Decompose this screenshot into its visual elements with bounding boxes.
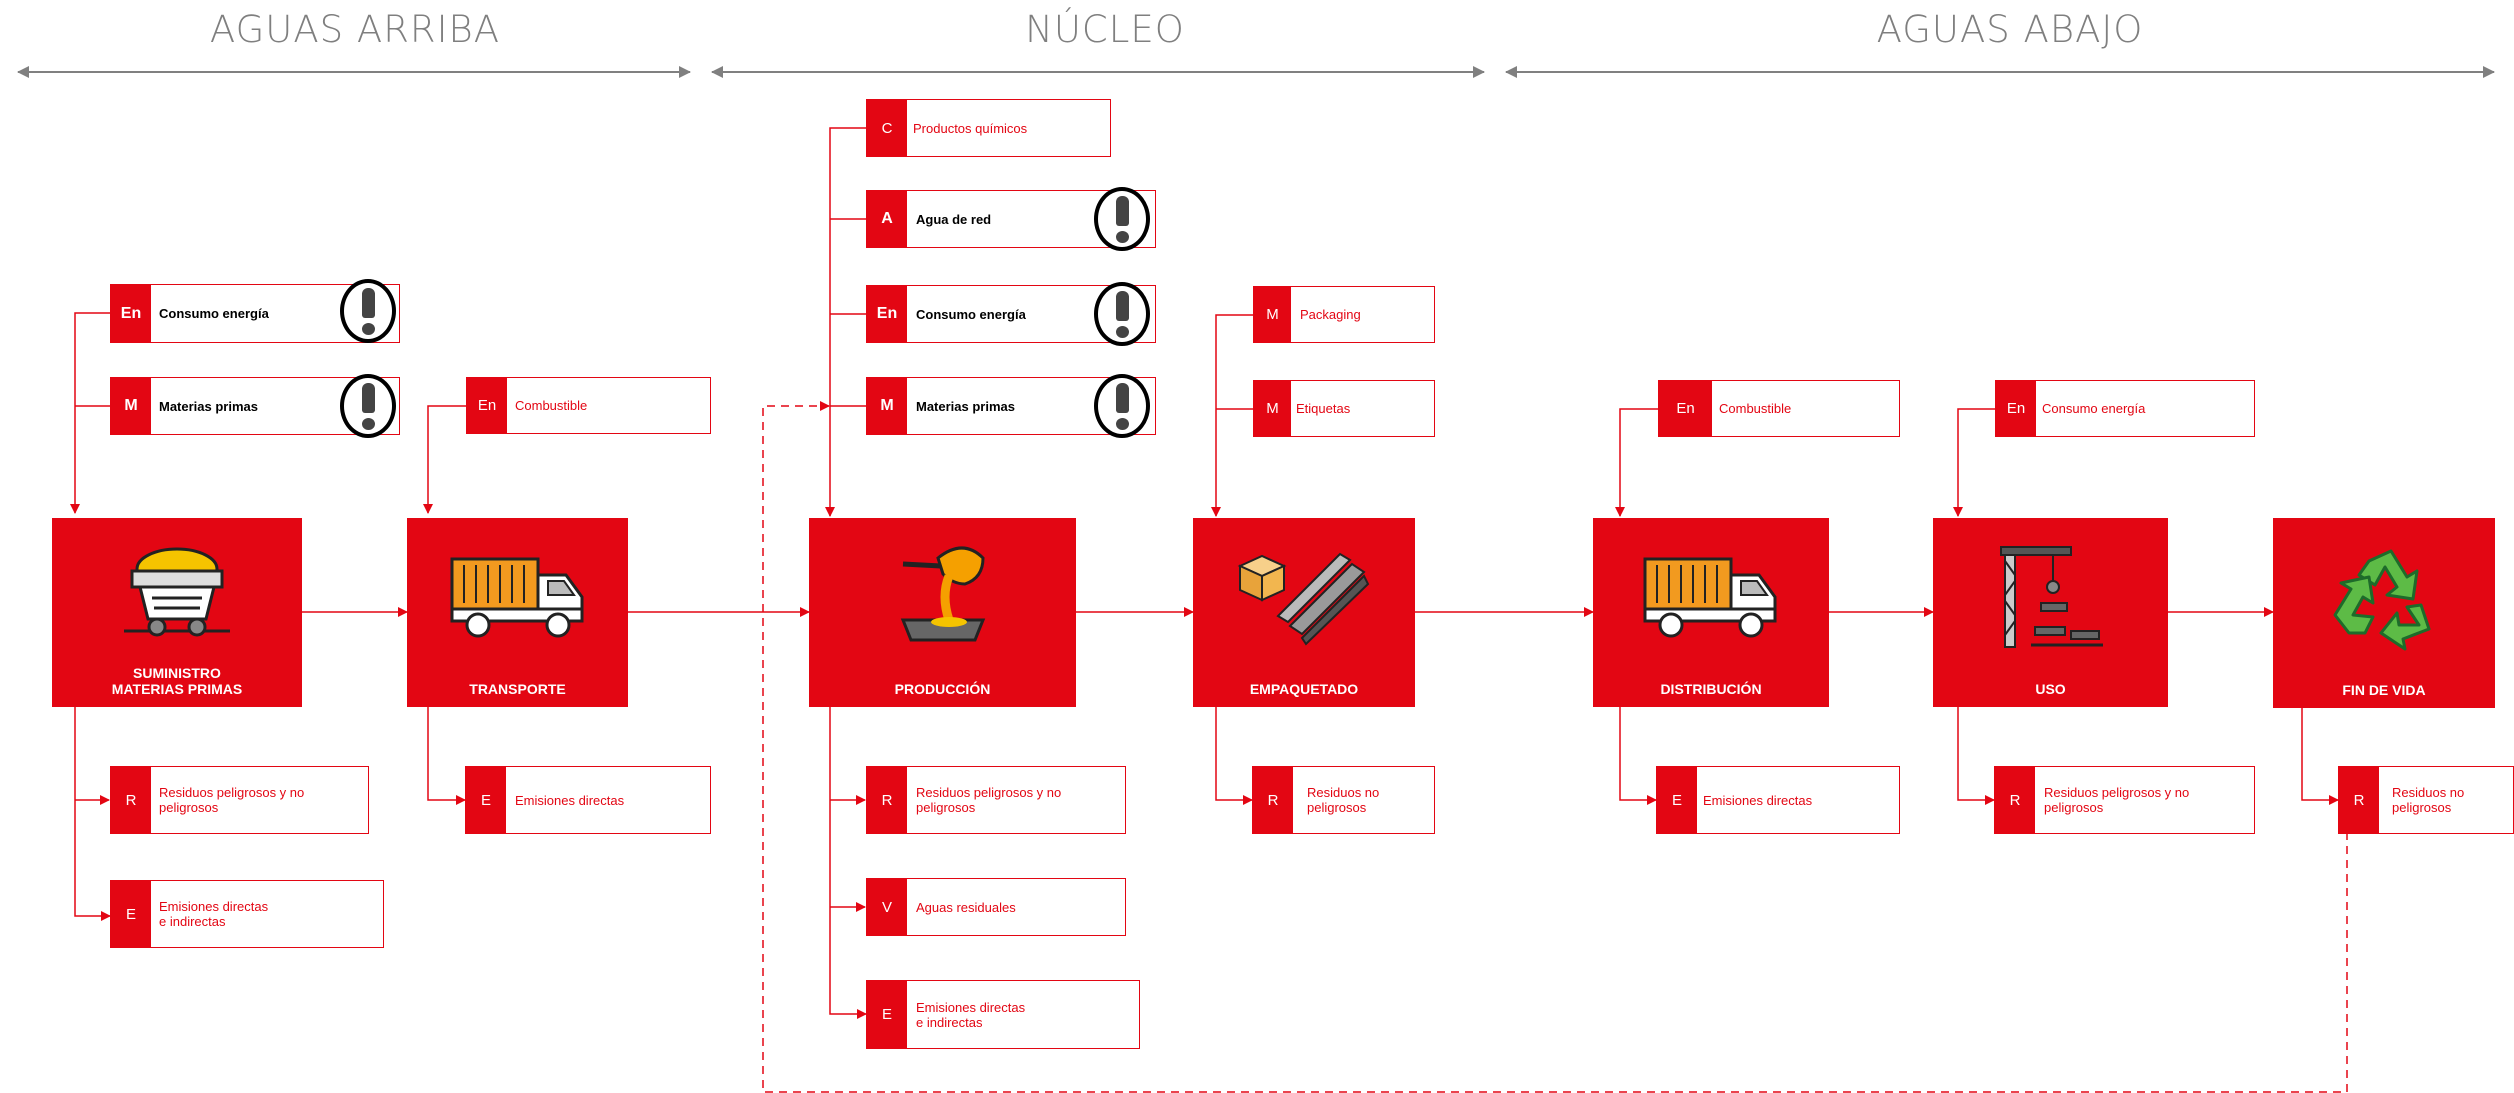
- output-text: Residuos peligrosos y no peligrosos: [2044, 785, 2190, 815]
- alert-icon: [1094, 187, 1150, 251]
- stage-uso[interactable]: USO: [1933, 518, 2168, 707]
- output-code: R: [1253, 767, 1293, 833]
- output-text: Residuos no peligrosos: [1307, 785, 1380, 815]
- stage-fin-de-vida[interactable]: FIN DE VIDA: [2273, 518, 2495, 708]
- input-code: A: [867, 191, 907, 247]
- output-text: Residuos peligrosos y no peligrosos: [916, 785, 1062, 815]
- input-text: Combustible: [515, 398, 588, 413]
- stage-label: EMPAQUETADO: [1249, 681, 1359, 697]
- input-code: M: [1254, 287, 1291, 342]
- input-text: Consumo energía: [2042, 401, 2146, 416]
- input-etiquetas[interactable]: M Etiquetas: [1253, 380, 1435, 437]
- output-text: Emisiones directas e indirectas: [916, 999, 1026, 1030]
- input-code: C: [867, 100, 907, 156]
- stage-suministro[interactable]: SUMINISTRO MATERIAS PRIMAS: [52, 518, 302, 707]
- input-code: En: [111, 285, 151, 342]
- input-text: Consumo energía: [159, 306, 269, 321]
- input-text: Materias primas: [159, 398, 258, 414]
- alert-icon: [1094, 374, 1150, 438]
- output-code: E: [1657, 767, 1697, 833]
- stage-label: FIN DE VIDA: [2342, 682, 2426, 698]
- output-code: V: [867, 879, 907, 935]
- output-emisiones[interactable]: E Emisiones directas e indirectas: [866, 980, 1140, 1049]
- alert-icon: [340, 374, 396, 438]
- ore-cart-icon: [52, 536, 302, 656]
- stage-label: DISTRIBUCIÓN: [1660, 681, 1762, 697]
- output-code: R: [1995, 767, 2035, 833]
- phase-upstream-title: AGUAS ARRIBA: [209, 8, 501, 51]
- input-text: Consumo energía: [916, 306, 1026, 322]
- pouring-crucible-icon: [809, 536, 1076, 656]
- input-packaging[interactable]: M Packaging: [1253, 286, 1435, 343]
- stage-transporte[interactable]: TRANSPORTE: [407, 518, 628, 707]
- input-code: En: [1659, 381, 1712, 436]
- output-code: R: [111, 767, 151, 833]
- input-combustible[interactable]: En Combustible: [466, 377, 711, 434]
- phase-downstream-title: AGUAS ABAJO: [1876, 8, 2144, 51]
- output-code: R: [867, 767, 907, 833]
- input-code: En: [867, 286, 907, 342]
- output-emisiones[interactable]: E Emisiones directas: [465, 766, 711, 834]
- phase-core-title: NÚCLEO: [1025, 8, 1185, 51]
- output-text: Aguas residuales: [916, 899, 1016, 915]
- crane-icon: [1933, 536, 2168, 656]
- output-residuos[interactable]: R Residuos no peligrosos: [2338, 766, 2514, 834]
- output-code: E: [111, 881, 151, 947]
- truck-icon: [407, 536, 628, 656]
- output-emisiones[interactable]: E Emisiones directas e indirectas: [110, 880, 384, 948]
- output-residuos[interactable]: R Residuos peligrosos y no peligrosos: [1994, 766, 2255, 834]
- input-code: M: [867, 378, 907, 434]
- input-productos-quimicos[interactable]: C Productos químicos: [866, 99, 1111, 157]
- input-text: Packaging: [1300, 307, 1361, 322]
- stage-label: SUMINISTRO MATERIAS PRIMAS: [111, 665, 243, 697]
- output-text: Residuos no peligrosos: [2392, 785, 2465, 815]
- stage-label: USO: [2035, 681, 2066, 697]
- alert-icon: [340, 279, 396, 343]
- input-text: Agua de red: [916, 211, 992, 227]
- alert-icon: [1094, 282, 1150, 346]
- input-text: Materias primas: [916, 398, 1015, 414]
- output-code: E: [466, 767, 506, 833]
- input-code: M: [111, 378, 151, 434]
- output-emisiones[interactable]: E Emisiones directas: [1656, 766, 1900, 834]
- output-text: Emisiones directas e indirectas: [159, 899, 269, 929]
- output-residuos[interactable]: R Residuos peligrosos y no peligrosos: [866, 766, 1126, 834]
- input-combustible[interactable]: En Combustible: [1658, 380, 1900, 437]
- stage-distribucion[interactable]: DISTRIBUCIÓN: [1593, 518, 1829, 707]
- stage-label: TRANSPORTE: [469, 681, 566, 697]
- input-code: M: [1254, 381, 1291, 436]
- output-residuos[interactable]: R Residuos no peligrosos: [1252, 766, 1435, 834]
- package-beams-icon: [1193, 536, 1415, 656]
- stage-produccion[interactable]: PRODUCCIÓN: [809, 518, 1076, 707]
- input-text: Etiquetas: [1296, 401, 1351, 416]
- input-text: Combustible: [1719, 401, 1792, 416]
- output-text: Emisiones directas: [515, 792, 625, 808]
- output-code: E: [867, 981, 907, 1048]
- stage-label: PRODUCCIÓN: [894, 681, 991, 697]
- input-code: En: [467, 378, 507, 433]
- truck-icon: [1593, 536, 1829, 656]
- stage-empaquetado[interactable]: EMPAQUETADO: [1193, 518, 1415, 707]
- output-text: Emisiones directas: [1703, 792, 1813, 808]
- output-code: R: [2339, 767, 2379, 833]
- input-consumo-energia[interactable]: En Consumo energía: [1995, 380, 2255, 437]
- recycle-icon: [2273, 536, 2495, 656]
- input-text: Productos químicos: [913, 120, 1028, 136]
- input-code: En: [1996, 381, 2036, 436]
- output-text: Residuos peligrosos y no peligrosos: [159, 785, 305, 815]
- output-residuos[interactable]: R Residuos peligrosos y no peligrosos: [110, 766, 369, 834]
- output-aguas-residuales[interactable]: V Aguas residuales: [866, 878, 1126, 936]
